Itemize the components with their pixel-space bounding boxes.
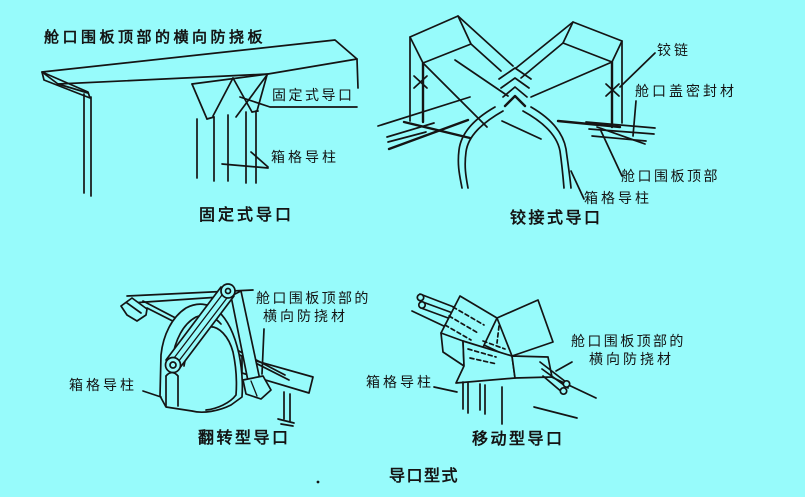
left-flap [402,15,514,140]
leader-lines-hinged [570,52,656,200]
caption-movable-guide: 移动型导口 [472,431,565,448]
label-stiffener-movable-line2: 横向防挠材 [589,353,674,368]
label-cell-guide-movable: 箱格导柱 [366,376,434,391]
hidden-lines [444,306,506,365]
caption-flip-guide: 翻转型导口 [198,430,291,447]
figure-caption: 导口型式 [389,468,460,485]
stray-dot [316,480,320,484]
label-stiffener-flip-line1: 舱口围板顶部的 [256,292,371,307]
caption-fixed-guide: 固定式导口 [199,207,295,224]
coaming-corner-chevrons [498,67,532,108]
fixed-guide-funnel [191,73,269,120]
label-top-stiffener-plate: 舱口围板顶部的横向防挠板 [44,30,267,46]
hinge-x-icon [413,75,620,97]
flip-guide-drawing [120,283,314,427]
right-flap [501,21,623,140]
support-arm [230,290,272,400]
label-hinge: 铰链 [657,44,691,59]
leader-lines-fixed [221,96,358,169]
label-stiffener-movable-line1: 舱口围板顶部的 [571,335,686,350]
label-cell-guide-hinged: 箱格导柱 [584,192,652,207]
fixed-guide-drawing [41,39,359,197]
leader-lines-flip [142,328,265,398]
label-coaming-top: 舱口围板顶部 [621,170,720,185]
lower-round-bars [539,361,571,396]
stiffener-end-hook [120,297,148,322]
label-hatch-cover-seal: 舱口盖密封材 [635,85,737,100]
right-rails [585,121,656,145]
label-cell-guide-flip: 箱格导柱 [69,379,137,394]
caption-hinged-guide: 铰接式导口 [510,210,603,227]
movable-guide-drawing [411,293,597,425]
label-fixed-guide: 固定式导口 [272,89,355,104]
flip-arm [164,283,236,374]
leader-lines-movable [433,361,573,393]
coaming-top-plate [41,39,358,85]
label-stiffener-flip-line2: 横向防挠材 [263,310,348,325]
pivot [164,356,182,374]
label-cell-guide-fixed: 箱格导柱 [271,151,339,166]
cell-guide-columns [196,110,257,184]
guide-plates [440,295,554,384]
curved-cell-guides [457,106,572,189]
hinged-guide-drawing [377,15,656,200]
cell-guide-columns-movable [462,381,503,425]
